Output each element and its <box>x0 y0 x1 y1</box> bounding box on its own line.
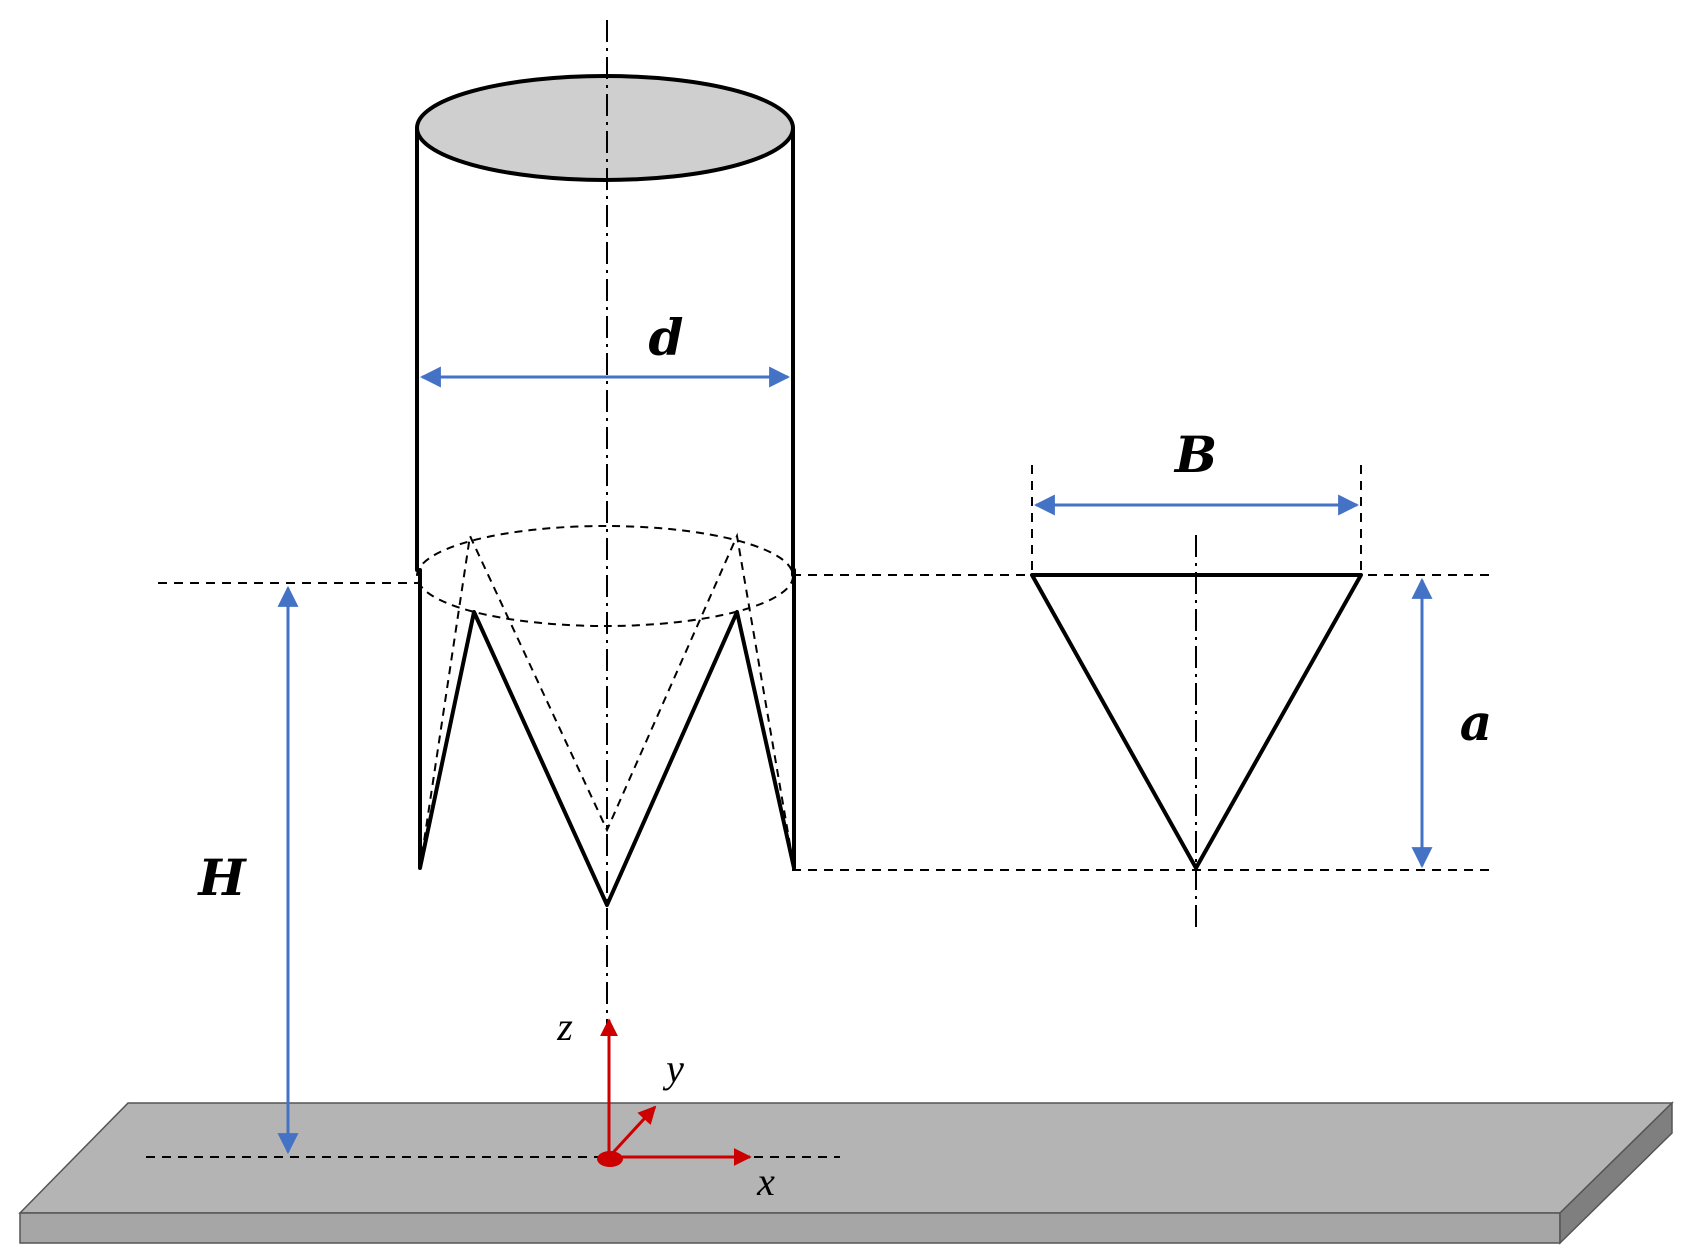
y-axis-label: y <box>662 1046 684 1091</box>
serrated-teeth-hidden <box>419 532 795 869</box>
dimension-d-label: d <box>649 308 684 367</box>
origin-point <box>597 1151 623 1167</box>
x-axis-label: x <box>756 1159 775 1204</box>
tooth-triangle <box>1030 573 1363 870</box>
y-axis-arrow <box>607 1105 657 1159</box>
dimension-b-label: B <box>1173 425 1217 484</box>
tooth-profile <box>1030 465 1363 930</box>
dimension-h-label: H <box>196 848 247 907</box>
dimension-a-label: a <box>1460 693 1492 752</box>
cylinder-top-face <box>415 74 795 182</box>
plate-side-face <box>1559 1101 1673 1245</box>
plate-top-face <box>18 1102 1674 1214</box>
nozzle-cylinder <box>415 74 796 907</box>
plate-front-face <box>19 1212 1561 1244</box>
coordinate-axes: z y x <box>556 1004 775 1204</box>
z-axis-label: z <box>556 1004 573 1049</box>
ground-plate <box>18 1101 1674 1245</box>
